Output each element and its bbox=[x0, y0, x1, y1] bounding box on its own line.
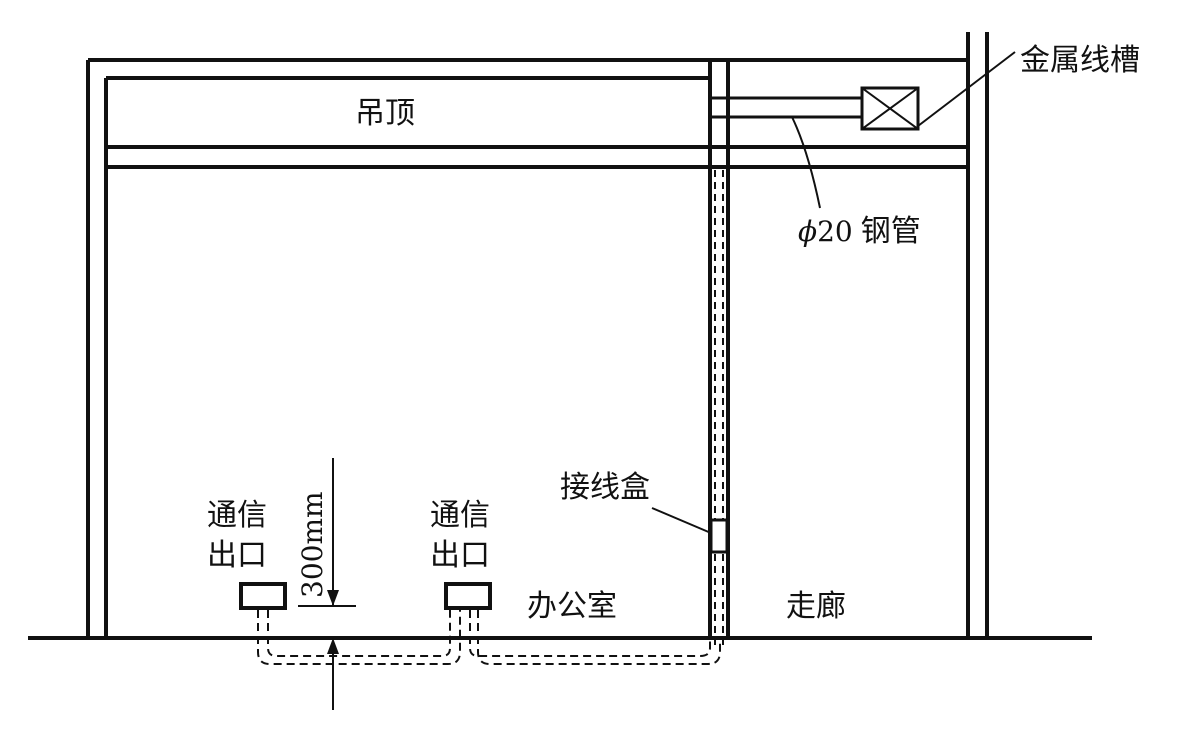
outlet-left-label-line1: 通信 bbox=[207, 498, 267, 533]
junction-box-label: 接线盒 bbox=[560, 470, 650, 505]
dimension-arrow-down bbox=[327, 590, 339, 606]
outlet-box-right bbox=[444, 582, 492, 610]
phi-symbol: ϕ bbox=[798, 215, 817, 248]
metal-trunking-label: 金属线槽 bbox=[1020, 43, 1140, 78]
height-dimension-label: 300mm bbox=[296, 491, 329, 598]
outlet-box-left bbox=[239, 582, 287, 610]
junction-box bbox=[709, 518, 729, 554]
steel-pipe-text: 钢管 bbox=[861, 214, 921, 249]
office-label: 办公室 bbox=[527, 589, 617, 624]
metal-trunking-box bbox=[860, 86, 920, 131]
ceiling-label: 吊顶 bbox=[355, 96, 415, 131]
pipe-size: 20 bbox=[817, 215, 853, 248]
outlet-right-label-line1: 通信 bbox=[430, 498, 490, 533]
junction-box-leader bbox=[651, 507, 719, 537]
steel-pipe-leader bbox=[791, 116, 821, 209]
outlet-left-label-line2: 出口 bbox=[207, 538, 267, 573]
dimension-arrow-up bbox=[327, 638, 339, 654]
corridor-label: 走廊 bbox=[786, 589, 846, 624]
underfloor-dashed-conduit bbox=[257, 610, 721, 665]
trunking-leader bbox=[917, 51, 1016, 127]
outlet-right-label-line2: 出口 bbox=[430, 538, 490, 573]
vertical-dashed-conduit bbox=[714, 170, 724, 650]
height-dimension bbox=[298, 458, 356, 710]
